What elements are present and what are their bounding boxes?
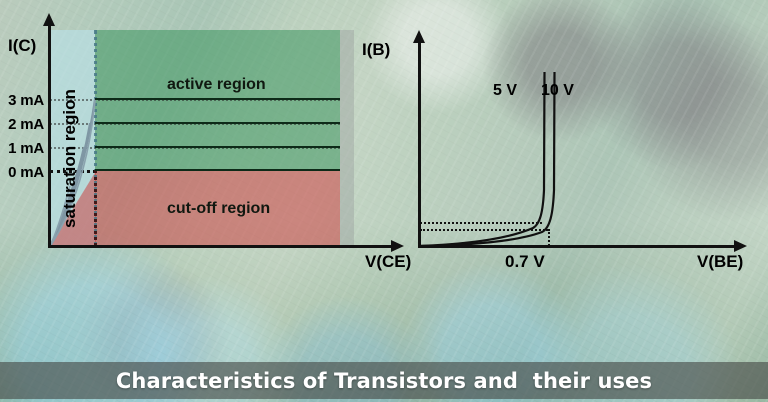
x-axis-left-arrowhead	[391, 240, 404, 252]
y-tick-label-2ma: 2 mA	[8, 116, 44, 133]
characteristic-curve-1ma	[95, 146, 340, 148]
y-tick-label-3ma: 3 mA	[8, 92, 44, 109]
characteristic-curve-3ma	[95, 98, 340, 100]
output-characteristics-chart: 3 mA 2 mA 1 mA 0 mA I(C) V(CE) saturatio…	[0, 0, 420, 290]
input-characteristics-chart: 5 V 10 V I(B) V(BE) 0.7 V	[362, 0, 768, 290]
curve-5v	[419, 71, 546, 248]
title-bar: Characteristics of Transistors and their…	[0, 362, 768, 399]
gridline-2ma	[50, 123, 340, 125]
y-tick-label-0ma: 0 mA	[8, 164, 44, 181]
x-axis-right-arrowhead	[734, 240, 747, 252]
y-axis-title-ib: I(B)	[362, 40, 391, 59]
active-region-label: active region	[167, 76, 266, 93]
characteristic-curve-2ma	[95, 122, 340, 124]
y-axis-right	[418, 40, 421, 248]
page-title: Characteristics of Transistors and their…	[115, 368, 653, 393]
curve-label-10v: 10 V	[541, 82, 574, 99]
gridline-1ma	[50, 147, 340, 149]
cutoff-boundary-dotted-line	[94, 170, 97, 246]
knee-dotted-line-upper	[420, 222, 542, 224]
cutoff-region-label: cut-off region	[167, 200, 271, 217]
y-tick-label-1ma: 1 mA	[8, 140, 44, 157]
gridline-3ma	[50, 99, 340, 101]
curve-label-5v: 5 V	[493, 82, 518, 99]
y-axis-title-ic: I(C)	[8, 36, 37, 55]
x-axis-left	[48, 245, 393, 248]
x-axis-right	[418, 245, 736, 248]
x-axis-title-vbe: V(BE)	[697, 252, 744, 271]
right-edge-strip	[340, 30, 354, 246]
y-axis-left	[48, 22, 51, 248]
knee-dotted-line-vertical	[548, 229, 550, 246]
knee-dotted-line-lower	[420, 229, 548, 231]
cutoff-region-shading	[95, 171, 340, 246]
y-axis-left-arrowhead	[43, 13, 55, 26]
saturation-region-label: saturation region	[60, 89, 79, 228]
characteristic-curve-0ma	[95, 169, 340, 171]
x-tick-label-07v: 0.7 V	[505, 252, 545, 271]
y-axis-right-arrowhead	[413, 30, 425, 43]
x-axis-title-vce: V(CE)	[365, 252, 412, 271]
curve-10v	[419, 71, 556, 248]
